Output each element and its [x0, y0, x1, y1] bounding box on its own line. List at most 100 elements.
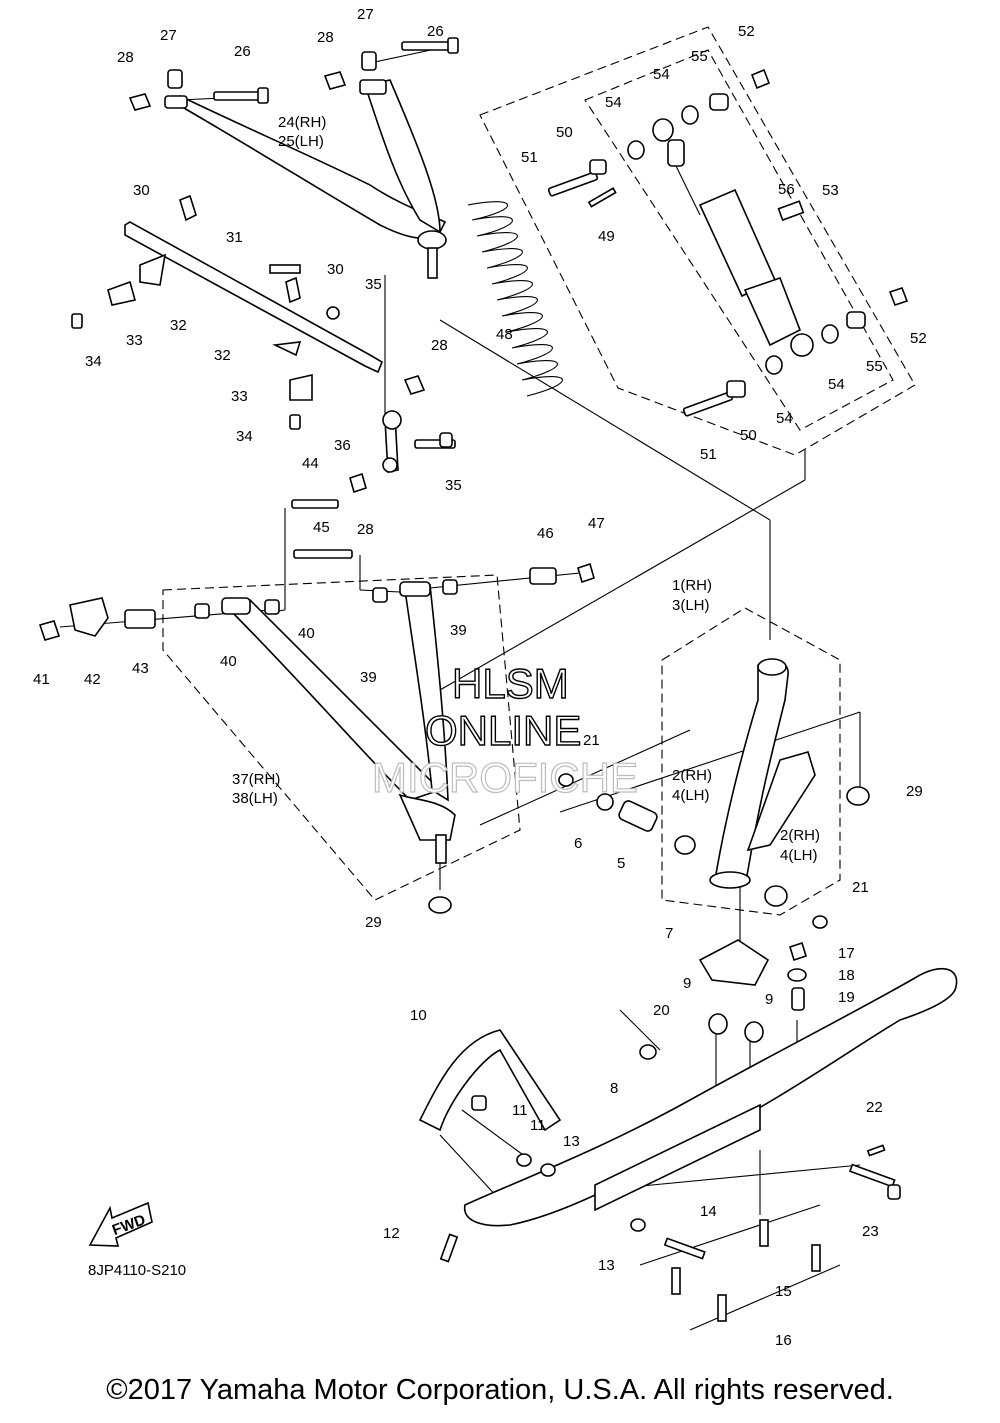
callout-41: 41: [33, 671, 50, 688]
callout-30: 30: [327, 261, 344, 278]
upper-arm-hardware: [128, 37, 459, 111]
callout-55: 55: [691, 48, 708, 65]
callout-29: 29: [365, 914, 382, 931]
shock-group-box: [479, 26, 916, 456]
callout-50: 50: [556, 124, 573, 141]
callout-32: 32: [214, 347, 231, 364]
callout-12: 12: [383, 1225, 400, 1242]
callout-28: 28: [117, 49, 134, 66]
callout-39: 39: [360, 669, 377, 686]
callout-38: 38(LH): [232, 790, 278, 807]
shock-absorber: [667, 139, 814, 357]
spindle-hardware: [428, 773, 870, 929]
callout-31: 31: [226, 229, 243, 246]
callout-28: 28: [357, 521, 374, 538]
ski-spindle: [709, 658, 816, 889]
upper-a-arm: [164, 79, 447, 279]
callout-37: 37(RH): [232, 771, 280, 788]
callout-26: 26: [427, 23, 444, 40]
callout-48: 48: [496, 326, 513, 343]
callout-35: 35: [365, 276, 382, 293]
callout-34: 34: [236, 428, 253, 445]
callout-47: 47: [588, 515, 605, 532]
watermark-line3: MICROFICHE: [372, 754, 638, 801]
spindle-group-box: [661, 607, 841, 916]
callout-labels: 1(RH) 3(LH) 2(RH) 4(LH) 2(RH) 4(LH) 5 6 …: [33, 6, 927, 1349]
callout-25: 25(LH): [278, 133, 324, 150]
lower-arm-hardware: [38, 499, 595, 913]
callout-28: 28: [317, 29, 334, 46]
callout-44: 44: [302, 455, 319, 472]
callout-2: 2(RH): [672, 767, 712, 784]
callout-46: 46: [537, 525, 554, 542]
callout-14: 14: [700, 1203, 717, 1220]
callout-54: 54: [653, 66, 670, 83]
callout-19: 19: [838, 989, 855, 1006]
callout-52: 52: [910, 330, 927, 347]
stabilizer-bar: [71, 194, 383, 430]
callout-51: 51: [700, 446, 717, 463]
callout-6: 6: [574, 835, 582, 852]
callout-50: 50: [740, 427, 757, 444]
callout-36: 36: [334, 437, 351, 454]
watermark-line1: HLSM: [452, 660, 569, 707]
copyright-notice: ©2017 Yamaha Motor Corporation, U.S.A. A…: [106, 1374, 894, 1406]
callout-27: 27: [160, 27, 177, 44]
callout-16: 16: [775, 1332, 792, 1349]
callout-27: 27: [357, 6, 374, 23]
callout-1: 1(RH): [672, 577, 712, 594]
ski: [418, 939, 958, 1331]
callout-21: 21: [852, 879, 869, 896]
callout-9: 9: [765, 991, 773, 1008]
callout-29: 29: [906, 783, 923, 800]
callout-13: 13: [563, 1133, 580, 1150]
callout-55: 55: [866, 358, 883, 375]
fwd-arrow-icon: FWD: [88, 1201, 153, 1247]
watermark-line2: ONLINE: [425, 707, 581, 754]
callout-7: 7: [665, 925, 673, 942]
callout-23: 23: [862, 1223, 879, 1240]
callout-28: 28: [431, 337, 448, 354]
callout-33: 33: [231, 388, 248, 405]
lower-a-arm: [221, 581, 456, 864]
callout-49: 49: [598, 228, 615, 245]
callout-40: 40: [298, 625, 315, 642]
shock-inner-box: [584, 49, 894, 431]
diagram-code: 8JP4110-S210: [88, 1262, 187, 1279]
callout-3: 3(LH): [672, 597, 710, 614]
callout-2: 2(RH): [780, 827, 820, 844]
coil-spring: [467, 201, 563, 397]
callout-22: 22: [866, 1099, 883, 1116]
callout-24: 24(RH): [278, 114, 326, 131]
callout-32: 32: [170, 317, 187, 334]
callout-4: 4(LH): [672, 787, 710, 804]
fwd-label: FWD: [110, 1211, 148, 1239]
callout-17: 17: [838, 945, 855, 962]
ski-hardware: [439, 941, 901, 1263]
callout-39: 39: [450, 622, 467, 639]
callout-35: 35: [445, 477, 462, 494]
callout-51: 51: [521, 149, 538, 166]
callout-8: 8: [610, 1080, 618, 1097]
callout-4: 4(LH): [780, 847, 818, 864]
callout-21: 21: [583, 732, 600, 749]
callout-43: 43: [132, 660, 149, 677]
callout-42: 42: [84, 671, 101, 688]
callout-54: 54: [828, 376, 845, 393]
callout-52: 52: [738, 23, 755, 40]
callout-34: 34: [85, 353, 102, 370]
callout-10: 10: [410, 1007, 427, 1024]
stabilizer-link-hardware: [349, 375, 456, 494]
callout-33: 33: [126, 332, 143, 349]
callout-15: 15: [775, 1283, 792, 1300]
callout-54: 54: [776, 410, 793, 427]
callout-30: 30: [133, 182, 150, 199]
callout-18: 18: [838, 967, 855, 984]
shock-hardware: [547, 68, 909, 417]
callout-9: 9: [683, 975, 691, 992]
callout-56: 56: [778, 181, 795, 198]
callout-45: 45: [313, 519, 330, 536]
callout-54: 54: [605, 94, 622, 111]
callout-5: 5: [617, 855, 625, 872]
